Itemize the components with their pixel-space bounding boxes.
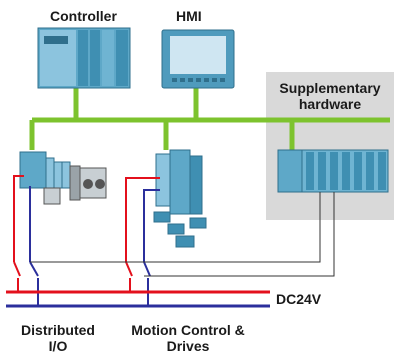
motion-control-label-line1: Motion Control & [131,322,245,338]
hmi-label: HMI [176,8,202,24]
motion-control-label-line2: Drives [166,338,210,354]
supplementary-hardware-label-line1: Supplementary [279,80,381,96]
distributed-io-wiring [13,175,39,306]
drive-and-motors-icon [153,149,207,248]
motion-control-wiring [125,177,160,306]
distributed-io-label-line1: Distributed [21,322,95,338]
network-bus [29,88,390,150]
io-module-rack-icon [277,149,389,193]
plc-controller-icon [37,27,131,89]
supplementary-hardware-label-line2: hardware [298,96,362,112]
distributed-io-label-line2: I/O [48,338,68,354]
supplementary-panel [266,72,394,220]
hmi-panel-icon [161,29,235,89]
controller-label: Controller [50,8,117,24]
dc24v-label: DC24V [276,291,322,307]
supplementary-signal-lines [30,192,335,277]
distributed-io-rack-icon [19,151,107,205]
